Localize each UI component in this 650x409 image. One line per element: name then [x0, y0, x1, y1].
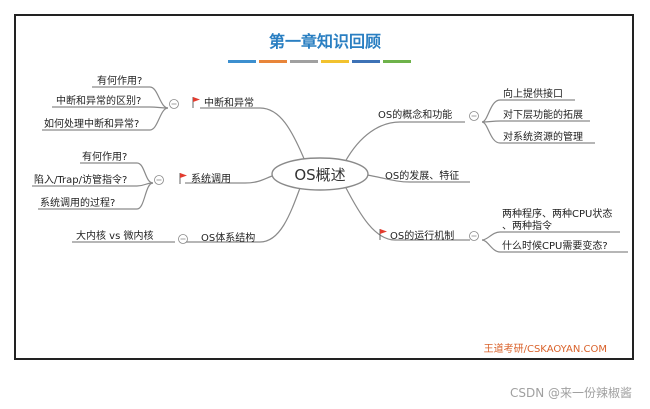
connector-concept	[344, 121, 465, 163]
branch-structure-label[interactable]: OS体系结构	[201, 231, 255, 244]
footer-watermark: CSDN @来一份辣椒酱	[509, 386, 632, 400]
concept-child-1[interactable]: 对下层功能的拓展	[503, 108, 583, 121]
mindmap-title: 第一章知识回顾	[269, 32, 381, 51]
runtime-child-0-line1[interactable]: 两种程序、两种CPU状态	[502, 207, 612, 220]
runtime-child-1[interactable]: 什么时候CPU需要变态?	[502, 239, 608, 252]
branch-interrupt-label[interactable]: 中断和异常	[204, 96, 254, 109]
sub-connector	[481, 99, 575, 123]
flag-icon	[379, 229, 387, 240]
collapse-icon[interactable]	[469, 111, 479, 121]
concept-child-0[interactable]: 向上提供接口	[503, 87, 563, 100]
sub-connector	[38, 182, 154, 210]
collapse-icon[interactable]	[469, 231, 479, 241]
collapse-icon[interactable]	[169, 99, 179, 109]
syscall-child-0[interactable]: 有何作用?	[82, 150, 127, 163]
collapse-icon[interactable]	[178, 234, 188, 244]
credit-text: 王道考研/CSKAOYAN.COM	[484, 342, 607, 355]
sub-connector	[42, 107, 169, 131]
structure-child-0[interactable]: 大内核 vs 微内核	[76, 229, 154, 242]
branch-syscall-label[interactable]: 系统调用	[191, 172, 231, 185]
concept-child-2[interactable]: 对系统资源的管理	[503, 130, 583, 143]
connector-development	[366, 174, 470, 183]
flag-icon	[179, 173, 187, 184]
sub-connector	[80, 162, 154, 184]
syscall-child-1[interactable]: 陷入/Trap/访管指令?	[34, 173, 127, 186]
connector-structure	[185, 187, 301, 243]
syscall-child-2[interactable]: 系统调用的过程?	[40, 196, 115, 209]
title-bar-seg	[383, 60, 411, 63]
connector-interrupt	[200, 107, 306, 162]
connector-runtime	[344, 185, 470, 241]
sub-connector	[52, 106, 169, 109]
runtime-child-0-line2: 、两种指令	[502, 219, 552, 232]
sub-connector	[481, 121, 595, 144]
title-bar-seg	[352, 60, 380, 63]
sub-connector	[481, 231, 620, 241]
interrupt-child-0[interactable]: 有何作用?	[97, 74, 142, 87]
center-node[interactable]	[271, 157, 369, 191]
sub-connector	[481, 120, 590, 123]
interrupt-child-2[interactable]: 如何处理中断和异常?	[44, 117, 139, 130]
title-bar-seg	[228, 60, 256, 63]
title-color-bar	[228, 60, 411, 63]
flag-icon	[192, 97, 200, 108]
collapse-icon[interactable]	[154, 175, 164, 185]
title-bar-seg	[259, 60, 287, 63]
interrupt-child-1[interactable]: 中断和异常的区别?	[56, 94, 141, 107]
sub-connector	[481, 239, 628, 253]
center-node-label: OS概述	[294, 166, 345, 184]
sub-connector	[92, 86, 169, 109]
connector-lines	[32, 86, 628, 253]
branch-runtime-label[interactable]: OS的运行机制	[390, 229, 454, 242]
branch-concept-label[interactable]: OS的概念和功能	[378, 108, 452, 121]
title-bar-seg	[321, 60, 349, 63]
branch-development-label[interactable]: OS的发展、特征	[385, 169, 459, 182]
title-bar-seg	[290, 60, 318, 63]
